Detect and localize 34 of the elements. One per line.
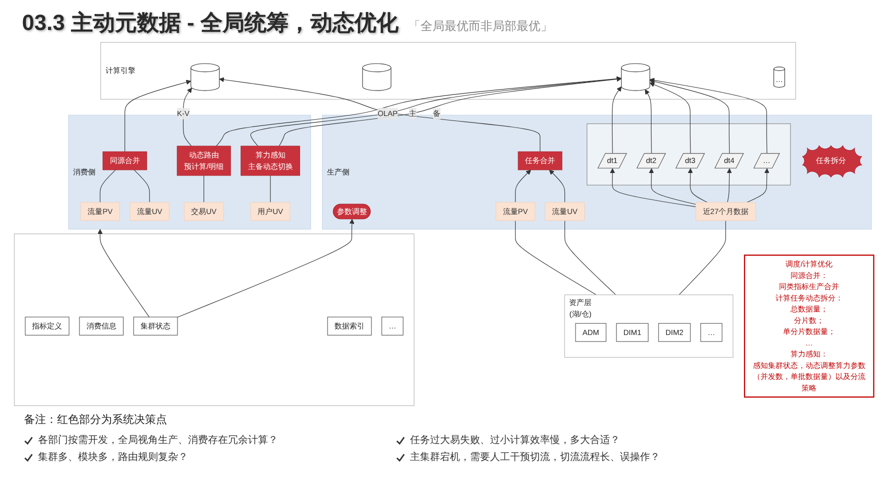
connector	[515, 220, 597, 296]
slide-title: 03.3 主动元数据 - 全局统筹，动态优化	[22, 9, 398, 37]
arrow	[688, 168, 708, 203]
note-heading: 备注：红色部分为系统决策点	[24, 412, 167, 427]
arrow	[219, 77, 540, 152]
subtitle: 「全局最优而非局部最优」	[408, 18, 552, 35]
node-cylinder	[362, 63, 392, 91]
arrow	[515, 170, 532, 203]
connector	[678, 220, 726, 296]
arrow	[182, 88, 192, 146]
arrow	[610, 168, 696, 208]
arrow	[98, 229, 150, 318]
arrow	[650, 78, 768, 154]
note-text: 集群多、模块多，路由规则复杂？	[38, 450, 188, 464]
node-cylinder	[190, 63, 220, 91]
connector	[134, 170, 150, 203]
arrow	[612, 86, 622, 154]
arrow	[650, 79, 730, 154]
arrow	[726, 168, 732, 203]
arrow	[644, 89, 652, 154]
connector	[564, 220, 616, 296]
arrow	[177, 218, 354, 318]
cluster	[14, 234, 414, 406]
connector	[100, 170, 116, 203]
arrow	[549, 170, 566, 203]
arrow	[648, 168, 696, 205]
arrow	[650, 82, 691, 154]
note-text: 任务过大易失败、过小计算效率慢，多大合适？	[410, 434, 620, 447]
arrow	[746, 168, 770, 203]
node-cylinder	[621, 63, 650, 91]
connector	[270, 175, 271, 203]
arrow	[124, 80, 192, 152]
note-text: 主集群宕机，需要人工干预切流，切流流程长、误操作？	[410, 450, 660, 464]
note-text: 各部门按需开发，全局视角生产、消费存在冗余计算？	[38, 434, 278, 447]
